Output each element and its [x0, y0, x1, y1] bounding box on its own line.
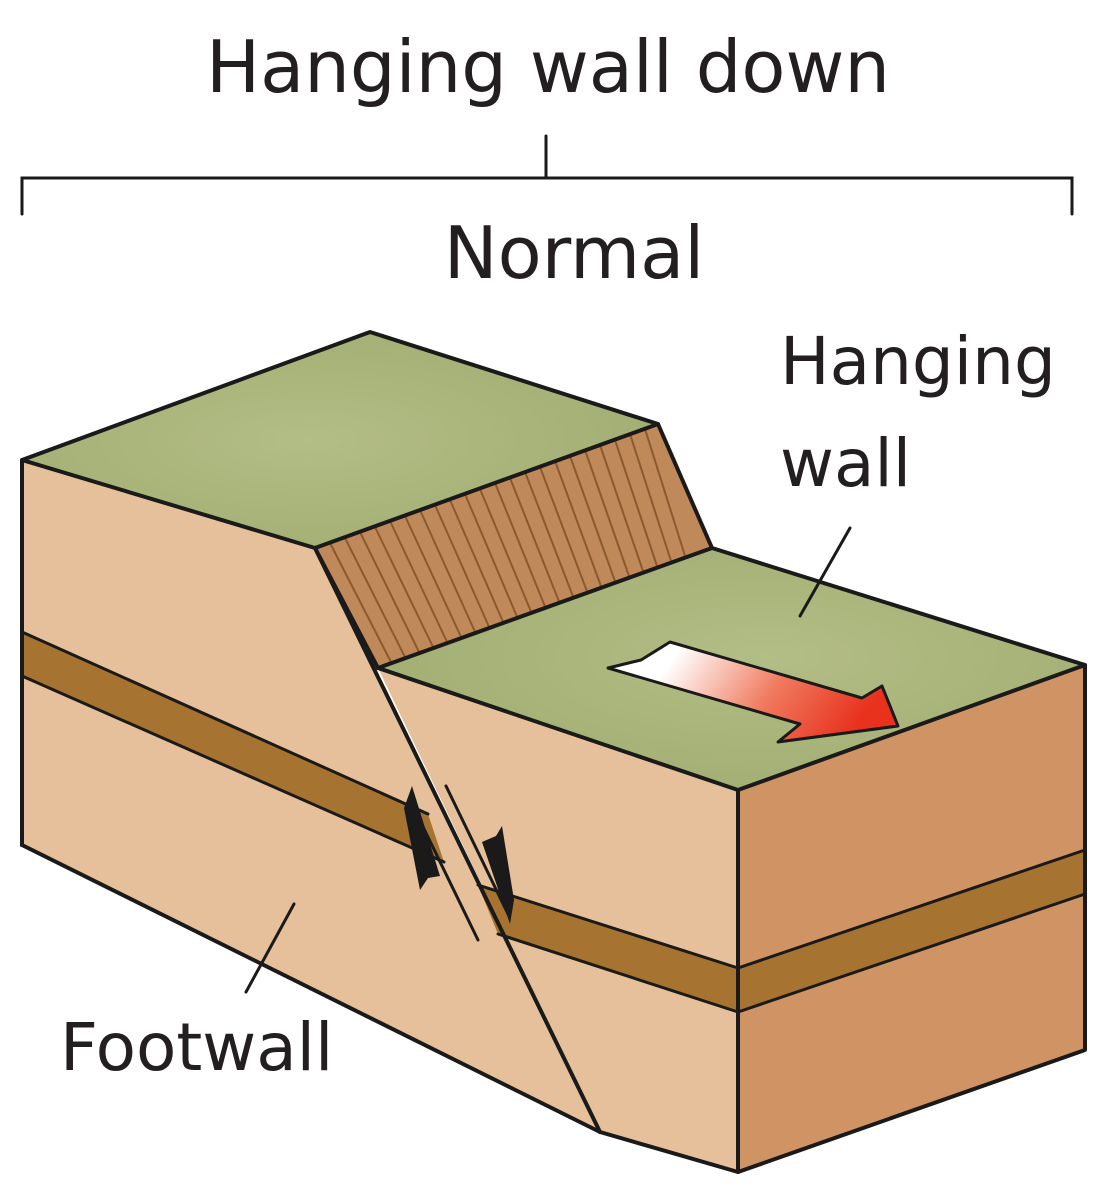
- hanging-wall-rock-layer-front: [478, 885, 738, 1012]
- fault-plane-trace: [313, 546, 602, 1134]
- footwall-leader: [244, 902, 296, 994]
- hanging-wall-label-group: Hanging wall: [780, 323, 1056, 618]
- opposing-arrows-icon: [404, 784, 514, 942]
- hanging-wall-rock-layer-side: [738, 850, 1085, 1012]
- hanging-wall-label-line2: wall: [780, 425, 911, 502]
- hanging-wall-label-line1: Hanging: [780, 323, 1056, 400]
- title-label: Hanging wall down: [206, 25, 890, 109]
- scarp-striations: [329, 428, 687, 665]
- red-arrow-icon: [606, 640, 900, 744]
- footwall-block: [20, 332, 712, 1132]
- footwall-label: Footwall: [60, 1009, 333, 1086]
- footwall-label-group: Footwall: [60, 902, 333, 1086]
- bracket-line: [20, 176, 1074, 216]
- footwall-rock-layer: [22, 632, 444, 862]
- hanging-wall-leader: [798, 526, 852, 618]
- fault-type-label: Normal: [444, 211, 705, 295]
- title-bracket: Hanging wall down Normal: [20, 25, 1074, 295]
- hanging-wall-block: [378, 548, 1087, 1172]
- block-outlines: [20, 330, 1087, 1174]
- footwall-surface: [22, 332, 658, 548]
